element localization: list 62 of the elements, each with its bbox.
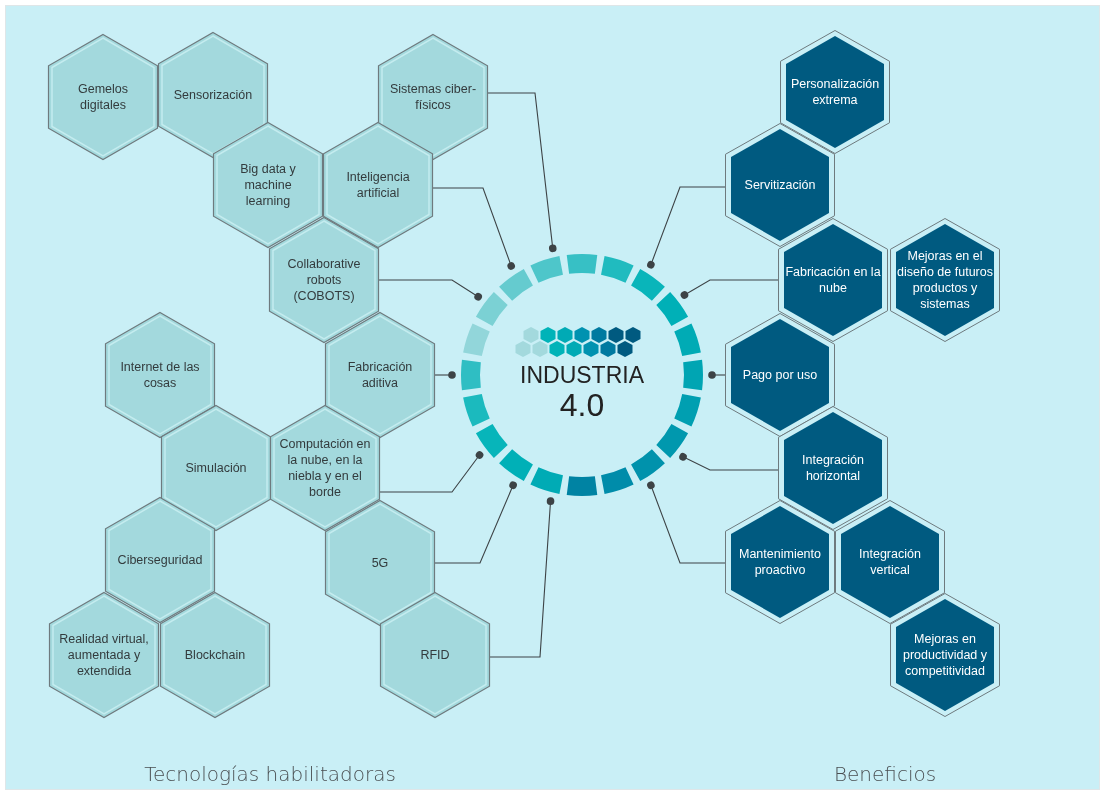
connector-line (434, 481, 517, 564)
hex-label: Integración horizontal (801, 452, 865, 484)
hex-label: Inteligencia artificial (345, 169, 411, 201)
hexagon (780, 30, 890, 154)
hex-label: Personalización extrema (789, 76, 881, 108)
hexagon (778, 218, 888, 342)
hex-label: Mejoras en el diseño de futuros productos y sistemas (897, 248, 993, 312)
hex-label: Simulación (184, 460, 248, 476)
connector-line (679, 453, 779, 471)
hexagon (323, 122, 433, 248)
connector-line (434, 371, 456, 379)
connector-line (489, 497, 555, 658)
hex-label: Computación en la nube, en la niebla y en el borde (279, 436, 371, 500)
hexagon (725, 123, 835, 247)
hex-label: Sensorización (172, 87, 254, 103)
connector-line (647, 481, 726, 564)
hex-label: Collaborative robots (COBOTS) (286, 256, 362, 304)
hexagon (725, 313, 835, 437)
hexagon (325, 312, 435, 438)
hex-label: Fabricación aditiva (346, 359, 414, 391)
hexagon (890, 218, 1000, 342)
hexagon (49, 592, 159, 718)
connector-line (379, 451, 484, 493)
hexagon (48, 34, 158, 160)
hex-label: Fabricación en la nube (785, 264, 881, 296)
hex-label: 5G (370, 555, 390, 571)
hex-label: Pago por uso (741, 367, 819, 383)
connector-line (708, 371, 726, 379)
hexagon (269, 217, 379, 343)
hexagon (105, 497, 215, 623)
hex-label: Blockchain (183, 647, 247, 663)
connector-line (680, 279, 779, 299)
hub-title: INDUSTRIA (520, 362, 644, 389)
hexagon (161, 405, 271, 531)
hexagon (890, 593, 1000, 717)
connector-line (487, 92, 557, 253)
hexagon (213, 122, 323, 248)
hex-label: Big data y machine learning (239, 161, 297, 209)
hexagon (835, 500, 945, 624)
connector-line (432, 187, 515, 270)
hexagon (105, 312, 215, 438)
hex-label: Internet de las cosas (119, 359, 201, 391)
hex-label: Mantenimiento proactivo (738, 546, 822, 578)
hex-label: Realidad virtual, aumentada y extendida (58, 631, 150, 679)
hexagon (380, 592, 490, 718)
hex-label: Mejoras en productividad y competitividad (901, 631, 989, 679)
connector-line (378, 279, 482, 301)
hub-title: 4.0 (559, 388, 605, 424)
section-label: Beneficios (833, 762, 937, 786)
hexagon (725, 500, 835, 624)
connector-line (647, 186, 726, 269)
section-label: Tecnologías habilitadoras (144, 762, 396, 786)
hex-label: RFID (419, 647, 451, 663)
hex-label: Integración vertical (858, 546, 922, 578)
hex-label: Servitización (743, 177, 817, 193)
hexagon (325, 500, 435, 626)
hexagon (158, 32, 268, 158)
hexagon (160, 592, 270, 718)
hex-label: Gemelos digitales (77, 81, 129, 113)
hex-label: Sistemas ciber-físicos (388, 81, 478, 113)
hex-label: Ciberseguridad (116, 552, 204, 568)
hexagon (270, 405, 380, 531)
